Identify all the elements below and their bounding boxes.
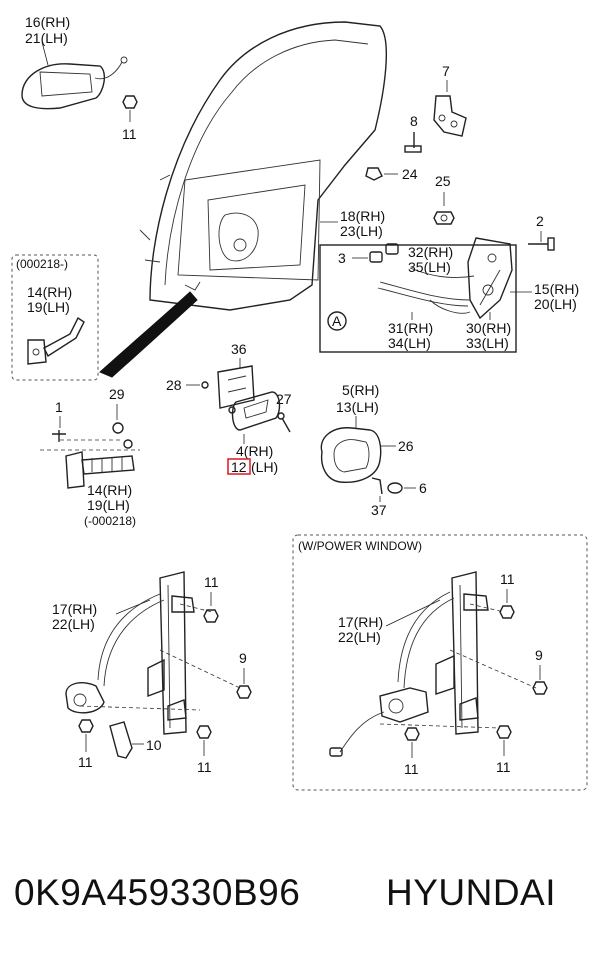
- door-check-icon: [27, 316, 85, 365]
- door-check-link-icon: [65, 439, 135, 489]
- check-variant-box: [11, 254, 99, 381]
- label-30rh: 30(RH): [466, 320, 511, 336]
- nut-e-icon: [499, 605, 515, 619]
- label-20lh: 20(LH): [534, 296, 577, 312]
- screw-icon: [528, 231, 555, 251]
- label-37: 37: [371, 502, 387, 518]
- nut-d-icon: [196, 725, 212, 756]
- nut-g-icon: [496, 725, 512, 756]
- bolt-9a-icon: [236, 668, 252, 699]
- door-lock-icon: [467, 237, 513, 320]
- label-17rh-a: 17(RH): [52, 601, 97, 617]
- label-14rh-a: 14(RH): [27, 284, 72, 300]
- label-9-b: 9: [535, 647, 543, 663]
- label-14rh-b: 14(RH): [87, 482, 132, 498]
- highlight-box-12: [227, 458, 251, 475]
- label-8: 8: [410, 113, 418, 129]
- label-22lh-b: 22(LH): [338, 629, 381, 645]
- label-32rh: 32(RH): [408, 244, 453, 260]
- label-5rh: 5(RH): [342, 382, 379, 398]
- handle-bracket-icon: [217, 365, 255, 409]
- label-a: A: [332, 313, 342, 329]
- bolt-29-icon: [112, 422, 124, 434]
- label-35lh: 35(LH): [408, 259, 451, 275]
- cap-6-icon: [387, 482, 416, 494]
- outside-handle: [21, 41, 128, 110]
- nut-icon: [122, 95, 138, 122]
- label-21lh: 21(LH): [25, 30, 68, 46]
- label-23lh: 23(LH): [340, 223, 383, 239]
- label-33lh: 33(LH): [466, 335, 509, 351]
- note-power-window: (W/POWER WINDOW): [298, 539, 422, 553]
- label-11-b: 11: [204, 574, 219, 590]
- label-11-e: 11: [500, 571, 515, 587]
- screw-28-icon: [186, 381, 209, 389]
- parts-diagram: 16(RH) 21(LH) 11 7 8 24 25 18(RH) 23(LH)…: [11, 14, 588, 791]
- label-11-c: 11: [78, 754, 93, 770]
- screw-27-icon: [277, 412, 291, 433]
- label-12-lh: (LH): [251, 459, 278, 475]
- handle-bezel-icon: [320, 427, 382, 483]
- nut-b-icon: [203, 609, 219, 623]
- power-window-box: [292, 534, 588, 791]
- manual-regulator-icon: [65, 571, 195, 735]
- screw-37-icon: [371, 477, 383, 502]
- bolt-9b-icon: [532, 665, 548, 695]
- hinge-icon: [433, 95, 467, 137]
- label-12-highlighted: 12: [231, 459, 247, 475]
- label-13lh: 13(LH): [336, 399, 379, 415]
- label-11-d: 11: [197, 759, 212, 775]
- label-17rh-b: 17(RH): [338, 614, 383, 630]
- label-22lh-a: 22(LH): [52, 616, 95, 632]
- label-18rh: 18(RH): [340, 208, 385, 224]
- label-9-a: 9: [239, 650, 247, 666]
- grommet-icon: [433, 211, 455, 225]
- label-1: 1: [55, 399, 63, 415]
- label-25: 25: [435, 173, 451, 189]
- label-31rh: 31(RH): [388, 320, 433, 336]
- label-11: 11: [122, 126, 137, 142]
- label-24: 24: [402, 166, 418, 182]
- view-a-marker: [327, 311, 347, 331]
- clip-icon: [365, 167, 398, 181]
- lock-assembly-box: [319, 244, 517, 353]
- note-000218-: (000218-): [16, 257, 68, 271]
- label-10: 10: [146, 737, 162, 753]
- label-16rh: 16(RH): [25, 14, 70, 30]
- nut-c-icon: [78, 719, 94, 752]
- nut-f-icon: [404, 727, 420, 758]
- label-4rh: 4(RH): [236, 443, 273, 459]
- label-28: 28: [166, 377, 182, 393]
- label-26: 26: [398, 438, 414, 454]
- label-7: 7: [442, 63, 450, 79]
- label-2: 2: [536, 213, 544, 229]
- bolt-icon: [404, 132, 422, 153]
- lock-rods: [377, 267, 475, 314]
- bolt-1-icon: [52, 430, 66, 442]
- label-6: 6: [419, 480, 427, 496]
- brand-name: HYUNDAI: [386, 872, 557, 913]
- power-regulator-icon: [329, 571, 489, 757]
- label-36: 36: [231, 341, 247, 357]
- label-11-f: 11: [404, 761, 419, 777]
- door-panel: [99, 21, 388, 378]
- window-crank-icon: [109, 721, 144, 759]
- label-3: 3: [338, 250, 346, 266]
- label-19lh-b: 19(LH): [87, 497, 130, 513]
- part-number: 0K9A459330B96: [14, 872, 301, 913]
- inside-handle-icon: [228, 391, 281, 431]
- label-19lh-a: 19(LH): [27, 299, 70, 315]
- note--000218: (-000218): [84, 514, 136, 528]
- label-11-g: 11: [496, 759, 511, 775]
- label-15rh: 15(RH): [534, 281, 579, 297]
- label-29: 29: [109, 386, 125, 402]
- label-34lh: 34(LH): [388, 335, 431, 351]
- clip-pair-icon: [369, 243, 399, 263]
